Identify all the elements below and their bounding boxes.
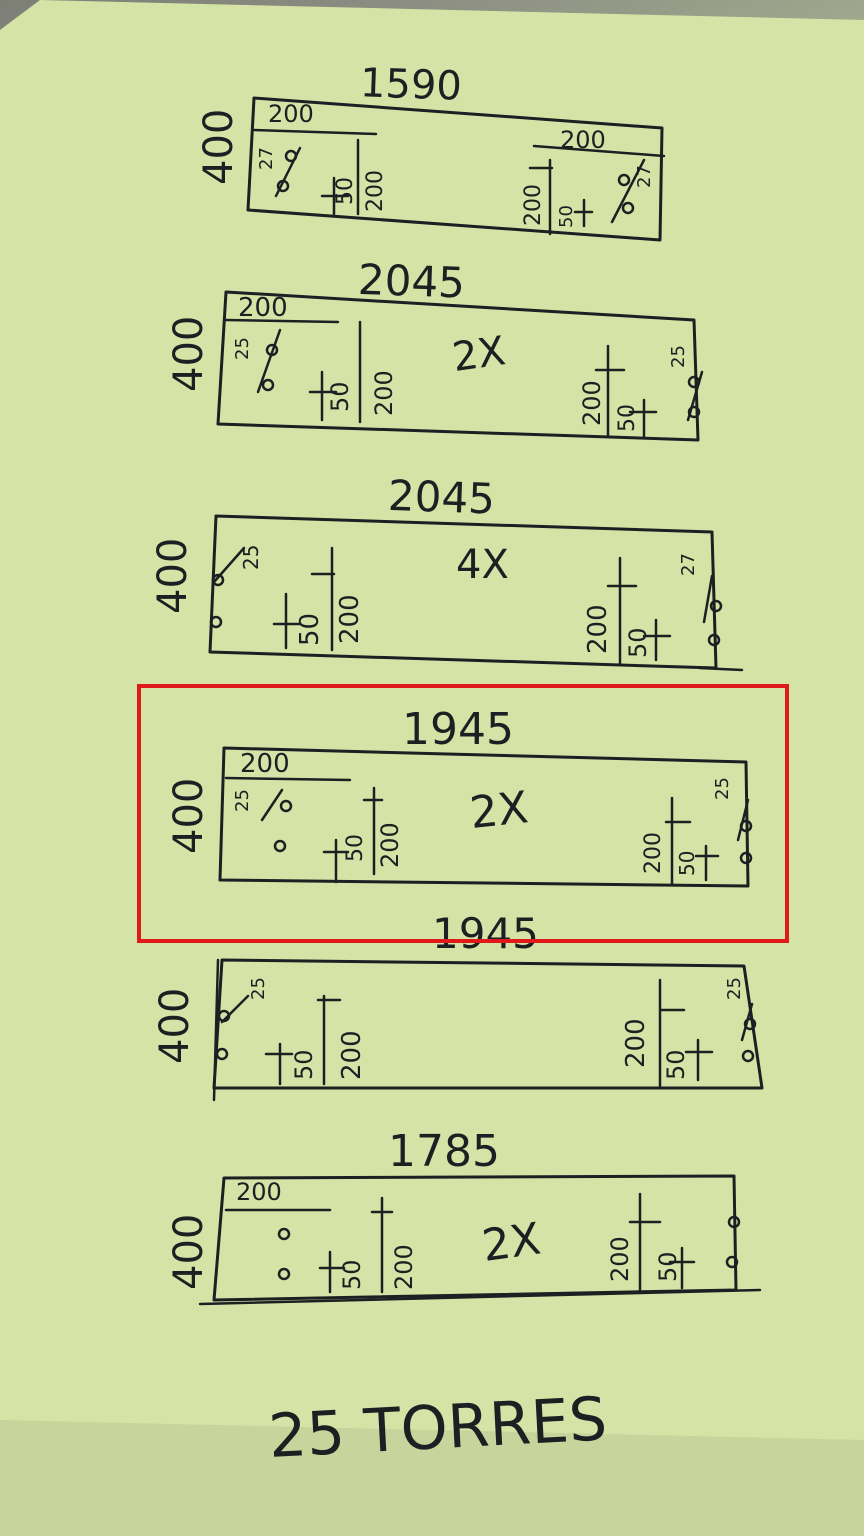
drawing-4-left-inner-a: 50 <box>343 834 368 862</box>
drawing-1-left-edge: 200 <box>268 100 314 128</box>
drawing-5-right-hole-dist: 25 <box>724 977 745 1000</box>
drawing-3-hole <box>707 633 721 647</box>
drawing-2-outline <box>216 290 700 442</box>
drawing-6-right-inner-b: 200 <box>606 1236 634 1282</box>
drawing-6-right-inner-a: 50 <box>654 1251 682 1282</box>
drawing-6-left-edge: 200 <box>236 1178 282 1206</box>
drawing-2-left-edge: 200 <box>238 293 288 323</box>
drawing-1-right-inner-a: 50 <box>556 205 577 228</box>
drawing-4-height: 400 <box>166 778 212 854</box>
drawing-1-left-inner-b: 200 <box>363 170 388 212</box>
drawing-6-left-inner-b: 200 <box>390 1244 418 1290</box>
drawing-4-right-inner-b: 200 <box>641 832 666 874</box>
drawing-2-left-inner-b: 200 <box>370 370 398 416</box>
drawing-4-right-inner-a: 50 <box>675 851 699 876</box>
drawing-2-height: 400 <box>166 316 212 392</box>
drawing-2: 2045 400 200 25 50 200 2X 200 50 25 <box>166 255 704 442</box>
drawing-1-hole <box>621 201 635 215</box>
drawing-1-hole <box>617 173 631 187</box>
drawing-1-right-inner-b: 200 <box>521 184 546 226</box>
drawing-6-hole <box>277 1267 291 1281</box>
drawing-4-length: 1945 <box>402 704 514 755</box>
drawing-2-multiplier: 2X <box>450 328 509 381</box>
drawing-3-hole <box>709 599 723 613</box>
drawing-4-outline <box>218 746 750 888</box>
drawing-5-right-inner-b: 200 <box>621 1018 651 1068</box>
drawing-6-hole <box>727 1215 741 1229</box>
drawing-2-right-hole-dist: 25 <box>668 345 689 368</box>
drawing-6-left-inner-a: 50 <box>338 1259 366 1290</box>
drawing-2-length: 2045 <box>357 255 466 308</box>
drawing-3-height: 400 <box>150 538 196 614</box>
drawing-3-multiplier: 4X <box>456 542 509 588</box>
drawing-1-left-inner-a: 50 <box>333 177 358 205</box>
drawing-2-hole <box>261 378 275 392</box>
drawing-1-outline <box>246 96 664 242</box>
drawing-4-left-inner-b: 200 <box>376 822 404 868</box>
drawing-4-hole <box>279 799 293 813</box>
drawing-5-height: 400 <box>152 988 198 1064</box>
highlight-box <box>137 684 789 943</box>
drawing-1-length: 1590 <box>359 60 462 110</box>
drawing-5-left-hole-dist: 25 <box>248 977 269 1000</box>
drawing-3-hole <box>211 573 225 587</box>
drawing-3-right-inner-a: 50 <box>624 627 652 658</box>
drawing-3-left-inner-b: 200 <box>335 594 365 644</box>
drawing-5-hole <box>741 1049 755 1063</box>
drawing-4-hole <box>273 839 287 853</box>
drawing-6-length: 1785 <box>388 1126 500 1177</box>
drawing-1-left-hole-dist: 27 <box>256 147 277 170</box>
drawing-2-left-hole-dist: 25 <box>232 337 253 360</box>
drawing-3-hole <box>209 615 223 629</box>
drawing-3-right-inner-b: 200 <box>583 604 613 654</box>
drawing-4-multiplier: 2X <box>468 782 531 839</box>
drawing-6-height: 400 <box>166 1214 212 1290</box>
drawing-6-hole <box>277 1227 291 1241</box>
drawing-1-height: 400 <box>196 109 242 185</box>
drawing-5-length: 1945 <box>432 909 539 958</box>
drawing-3: 2045 400 25 50 200 4X 200 50 27 <box>150 471 744 672</box>
drawing-6-multiplier: 2X <box>479 1213 544 1272</box>
drawing-3-length: 2045 <box>387 471 496 524</box>
drawing-4-right-hole-dist: 25 <box>712 777 733 800</box>
drawing-5-hole <box>215 1047 229 1061</box>
drawing-2-hole <box>687 405 701 419</box>
drawing-1: 1590 400 200 200 27 50 200 200 50 27 <box>196 60 666 242</box>
drawing-3-left-inner-a: 50 <box>295 613 325 646</box>
drawing-2-left-inner-a: 50 <box>326 381 354 412</box>
drawing-3-right-hole-dist: 27 <box>678 553 699 576</box>
drawing-4: 1945 400 200 25 50 200 2X 200 50 25 <box>166 704 753 888</box>
drawing-6: 1785 400 200 50 200 2X 200 50 <box>166 1126 762 1306</box>
paper-shadow-band <box>0 1420 864 1536</box>
drawing-5-hole <box>743 1017 757 1031</box>
drawing-2-right-inner-b: 200 <box>578 380 606 426</box>
drawing-5-left-inner-a: 50 <box>290 1049 318 1080</box>
drawing-5-right-inner-a: 50 <box>662 1049 690 1080</box>
drawing-4-left-hole-dist: 25 <box>232 789 253 812</box>
drawing-1-right-edge: 200 <box>560 126 606 154</box>
drawing-4-hole <box>739 851 753 865</box>
drawing-5-left-inner-b: 200 <box>337 1030 367 1080</box>
drawing-6-hole <box>725 1255 739 1269</box>
drawing-2-right-inner-a: 50 <box>615 404 640 432</box>
drawing-5: 1945 400 25 50 200 200 50 25 <box>152 909 764 1102</box>
drawing-1-right-hole-dist: 27 <box>634 165 655 188</box>
drawing-4-left-edge: 200 <box>240 749 290 779</box>
